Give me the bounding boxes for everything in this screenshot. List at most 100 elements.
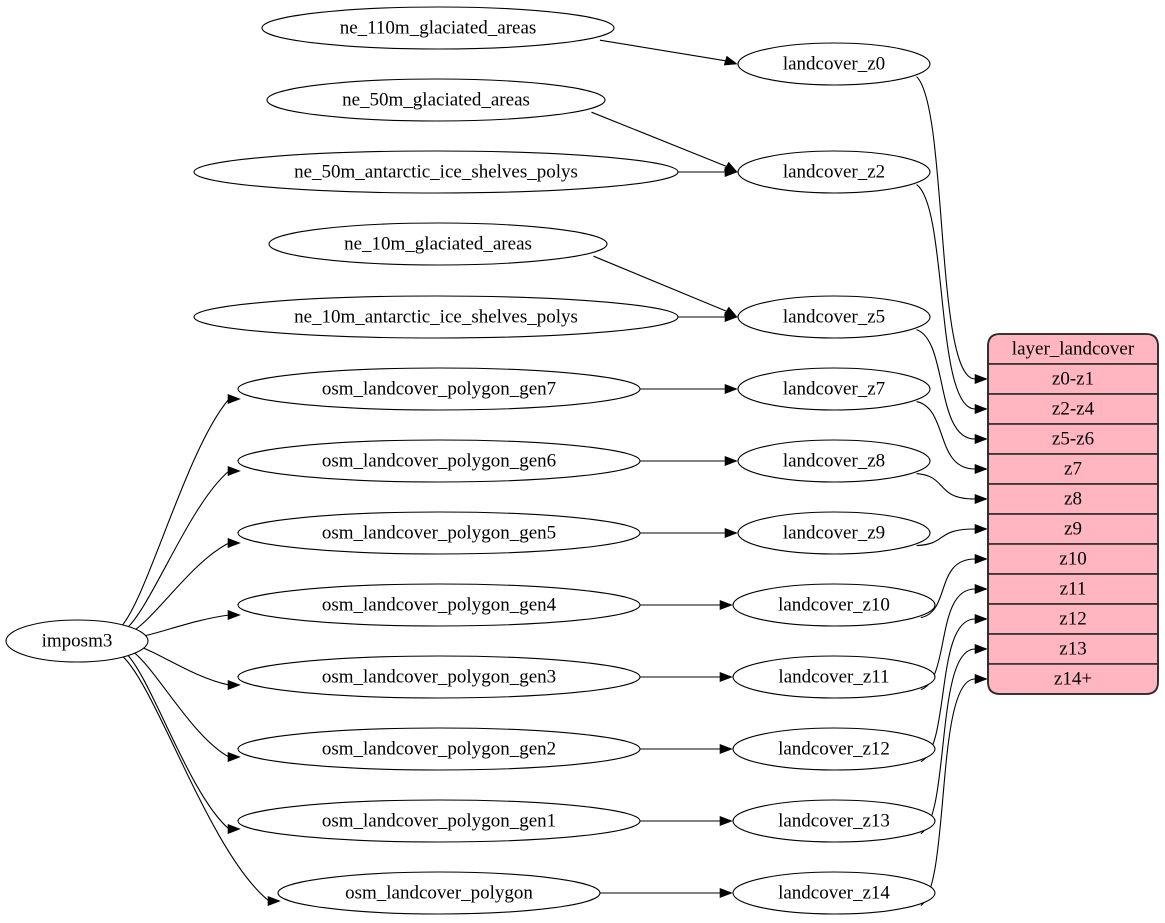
node-osm_landcover_polygon_gen6[interactable]: osm_landcover_polygon_gen6 — [237, 439, 641, 483]
edge-ne_10m_antarctic_ice_shelves_polys-to-landcover_z5 — [678, 311, 738, 323]
node-label: landcover_z0 — [783, 53, 885, 74]
node-shape — [237, 727, 641, 771]
edge-line — [591, 111, 728, 168]
node-landcover_z11[interactable]: landcover_z11 — [732, 655, 936, 699]
edge-landcover_z2-to-layer_landcoverz2-z4 — [916, 184, 988, 415]
edge-osm_landcover_polygon_gen1-to-landcover_z13 — [640, 815, 733, 827]
arrow-head — [974, 433, 988, 445]
edge-imposm3-to-osm_landcover_polygon_gen6 — [122, 465, 241, 632]
table-row-label: z2-z4 — [1052, 398, 1095, 419]
node-osm_landcover_polygon_gen7[interactable]: osm_landcover_polygon_gen7 — [237, 367, 641, 411]
arrow-head — [974, 463, 988, 475]
node-label: landcover_z2 — [783, 161, 885, 182]
table-row-label: z13 — [1059, 638, 1086, 659]
node-label: landcover_z11 — [778, 666, 889, 687]
arrow-head — [724, 455, 738, 467]
edge-osm_landcover_polygon_gen5-to-landcover_z9 — [640, 527, 738, 539]
node-shape — [5, 619, 149, 663]
layer-landcover-table: layer_landcoverz0-z1z2-z4z5-z6z7z8z9z10z… — [987, 333, 1159, 695]
arrow-head — [719, 887, 733, 899]
table-row-label: z8 — [1064, 488, 1082, 509]
arrow-head — [227, 609, 241, 621]
node-label: ne_10m_antarctic_ice_shelves_polys — [294, 306, 578, 327]
node-osm_landcover_polygon[interactable]: osm_landcover_polygon — [277, 871, 601, 915]
node-label: landcover_z5 — [783, 306, 885, 327]
node-shape — [237, 655, 641, 699]
node-shape — [237, 583, 641, 627]
node-landcover_z12[interactable]: landcover_z12 — [732, 727, 936, 771]
node-label: landcover_z9 — [783, 522, 885, 543]
edge-line — [920, 678, 976, 907]
node-shape — [732, 871, 936, 915]
node-osm_landcover_polygon_gen3[interactable]: osm_landcover_polygon_gen3 — [237, 655, 641, 699]
edge-line — [122, 650, 230, 830]
arrow-head — [974, 373, 988, 385]
node-ne_110m_glaciated_areas[interactable]: ne_110m_glaciated_areas — [261, 6, 615, 50]
edge-osm_landcover_polygon_gen7-to-landcover_z7 — [640, 383, 738, 395]
arrow-head — [227, 751, 241, 763]
node-imposm3[interactable]: imposm3 — [5, 619, 149, 663]
edge-osm_landcover_polygon_gen2-to-landcover_z12 — [640, 743, 733, 755]
node-osm_landcover_polygon_gen5[interactable]: osm_landcover_polygon_gen5 — [237, 511, 641, 555]
node-landcover_z8[interactable]: landcover_z8 — [737, 439, 931, 483]
node-landcover_z10[interactable]: landcover_z10 — [732, 583, 936, 627]
edge-line — [920, 558, 976, 619]
arrow-head — [724, 527, 738, 539]
edge-landcover_z12-to-layer_landcoverz12 — [920, 613, 988, 763]
node-landcover_z7[interactable]: landcover_z7 — [737, 367, 931, 411]
table-row-cell[interactable] — [987, 573, 1159, 605]
node-shape — [737, 511, 931, 555]
node-label: osm_landcover_polygon_gen1 — [322, 810, 556, 831]
node-shape — [737, 42, 931, 86]
node-landcover_z0[interactable]: landcover_z0 — [737, 42, 931, 86]
node-landcover_z14[interactable]: landcover_z14 — [732, 871, 936, 915]
node-label: landcover_z13 — [778, 810, 890, 831]
arrow-head — [719, 743, 733, 755]
node-shape — [237, 799, 641, 843]
edge-imposm3-to-osm_landcover_polygon — [118, 652, 281, 907]
arrow-head — [974, 583, 988, 595]
node-label: ne_50m_glaciated_areas — [342, 89, 530, 110]
edge-line — [122, 470, 230, 632]
edge-line — [916, 329, 976, 440]
arrow-head — [724, 166, 738, 178]
arrow-head — [227, 465, 241, 477]
node-ne_10m_antarctic_ice_shelves_polys[interactable]: ne_10m_antarctic_ice_shelves_polys — [193, 295, 679, 339]
edge-landcover_z9-to-layer_landcoverz9 — [916, 523, 988, 547]
node-ne_50m_glaciated_areas[interactable]: ne_50m_glaciated_areas — [266, 78, 606, 122]
edge-landcover_z0-to-layer_landcoverz0-z1 — [916, 76, 988, 385]
edge-landcover_z14-to-layer_landcoverz14 — [920, 673, 988, 907]
edge-imposm3-to-osm_landcover_polygon_gen1 — [122, 650, 241, 835]
node-landcover_z2[interactable]: landcover_z2 — [737, 150, 931, 194]
node-shape — [732, 655, 936, 699]
table-row-label: z14+ — [1054, 668, 1092, 689]
node-ne_50m_antarctic_ice_shelves_polys[interactable]: ne_50m_antarctic_ice_shelves_polys — [193, 150, 679, 194]
node-label: osm_landcover_polygon_gen6 — [322, 450, 556, 471]
node-osm_landcover_polygon_gen1[interactable]: osm_landcover_polygon_gen1 — [237, 799, 641, 843]
node-osm_landcover_polygon_gen2[interactable]: osm_landcover_polygon_gen2 — [237, 727, 641, 771]
node-label: ne_10m_glaciated_areas — [344, 233, 532, 254]
arrow-head — [719, 671, 733, 683]
node-landcover_z13[interactable]: landcover_z13 — [732, 799, 936, 843]
node-landcover_z5[interactable]: landcover_z5 — [737, 295, 931, 339]
edge-line — [916, 401, 976, 470]
edge-osm_landcover_polygon_gen6-to-landcover_z8 — [640, 455, 738, 467]
node-landcover_z9[interactable]: landcover_z9 — [737, 511, 931, 555]
node-shape — [266, 78, 606, 122]
node-label: osm_landcover_polygon — [345, 882, 533, 903]
node-shape — [732, 799, 936, 843]
edge-landcover_z7-to-layer_landcoverz7 — [916, 401, 988, 475]
node-label: osm_landcover_polygon_gen7 — [322, 378, 556, 399]
edge-landcover_z8-to-layer_landcoverz8 — [916, 473, 988, 505]
arrow-head — [227, 679, 241, 691]
node-shape — [193, 295, 679, 339]
node-label: imposm3 — [42, 630, 113, 651]
node-ne_10m_glaciated_areas[interactable]: ne_10m_glaciated_areas — [268, 222, 608, 266]
node-shape — [737, 295, 931, 339]
node-label: landcover_z8 — [783, 450, 885, 471]
node-label: osm_landcover_polygon_gen5 — [322, 522, 556, 543]
node-label: landcover_z7 — [783, 378, 885, 399]
arrow-head — [723, 55, 738, 66]
node-osm_landcover_polygon_gen4[interactable]: osm_landcover_polygon_gen4 — [237, 583, 641, 627]
arrow-head — [719, 599, 733, 611]
